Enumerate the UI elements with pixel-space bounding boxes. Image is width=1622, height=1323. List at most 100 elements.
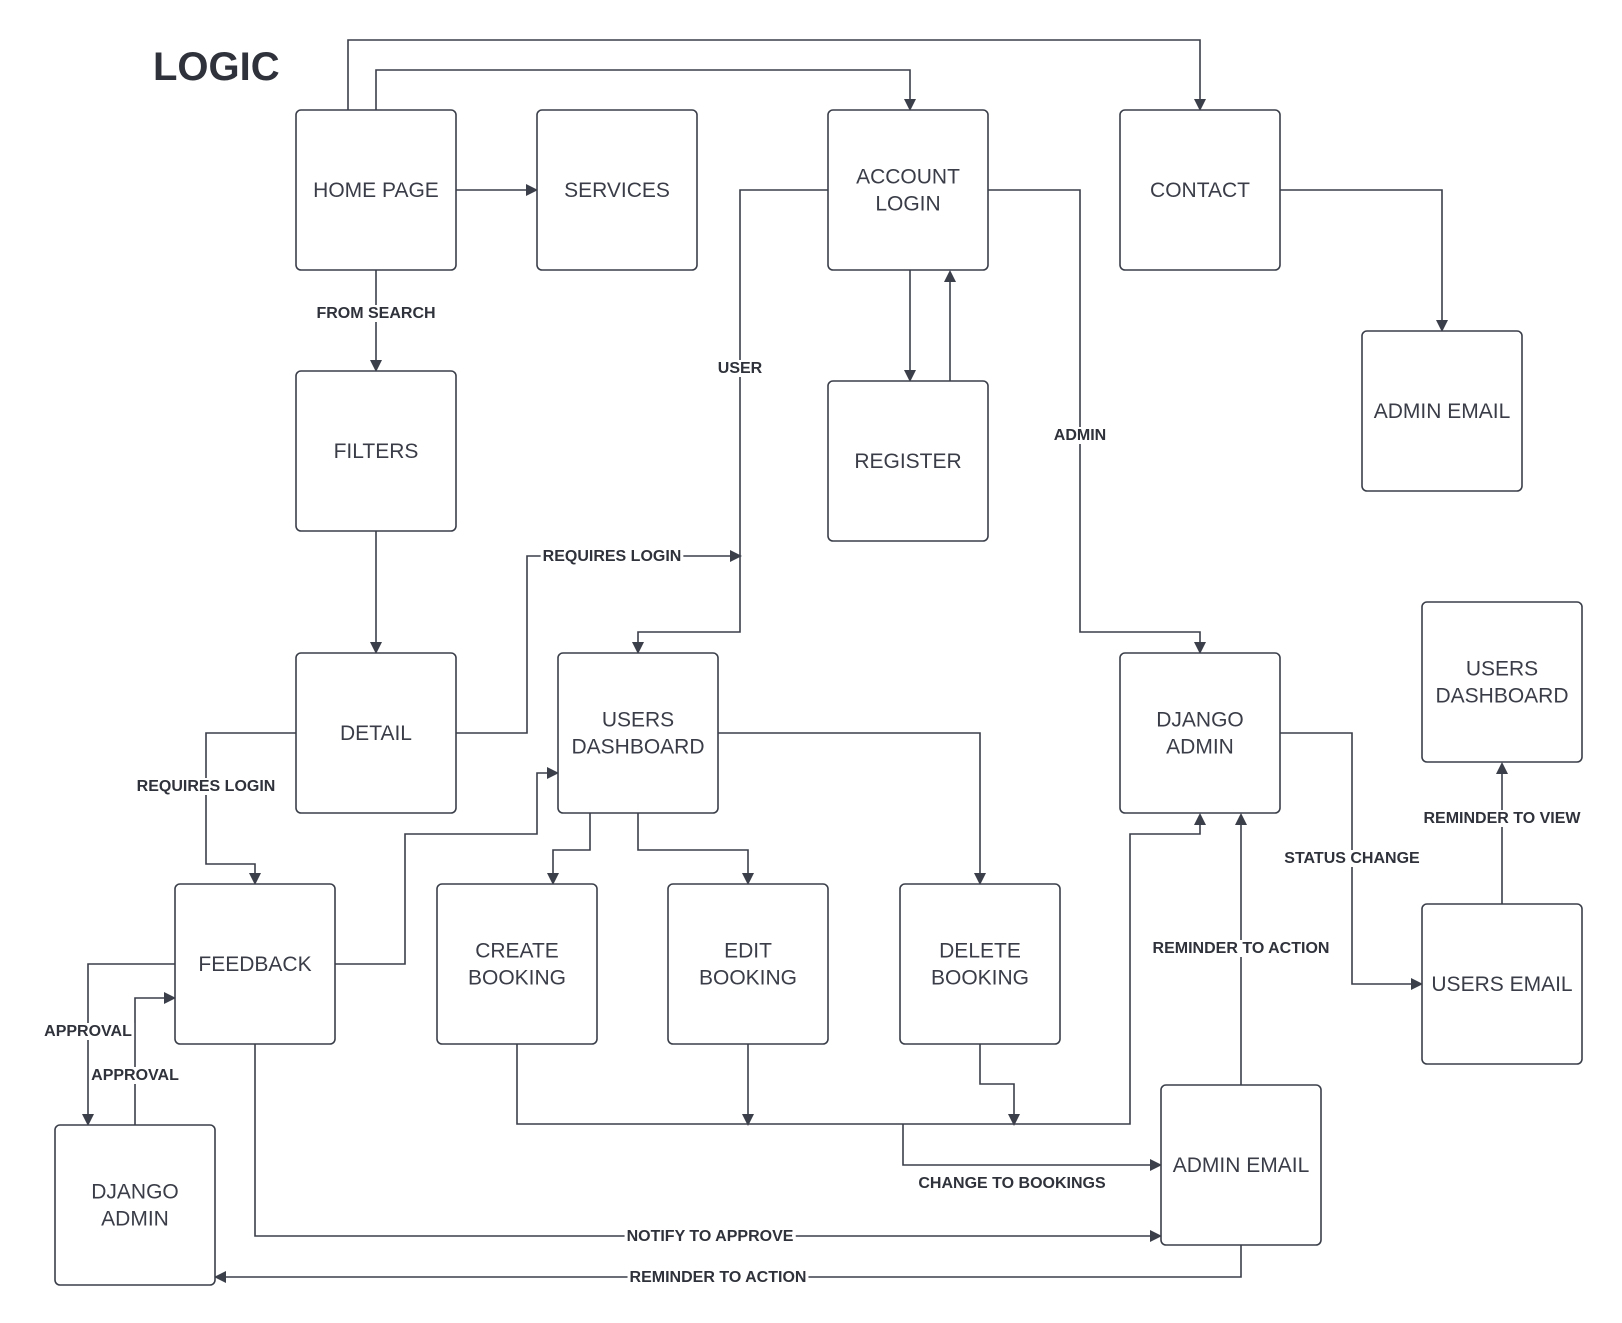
edge-account-admin-to-django	[988, 189, 1206, 654]
node-label: ADMIN EMAIL	[1374, 400, 1511, 423]
node-box	[54, 1124, 216, 1286]
edge-admin-email-reminder-to-django-left	[214, 1245, 1242, 1283]
edge-create-to-django	[516, 813, 1206, 1125]
node-box	[827, 380, 989, 542]
node-admin-email-top: ADMIN EMAIL	[1361, 330, 1523, 492]
edge-label-notify-to-approve: NOTIFY TO APPROVE	[627, 1228, 794, 1245]
node-filters: FILTERS	[295, 370, 457, 532]
edge-feedback-notify-to-approve	[254, 1044, 1162, 1242]
node-box	[1361, 330, 1523, 492]
node-label: FEEDBACK	[198, 953, 311, 976]
edge-label-background	[916, 1175, 1108, 1192]
node-box	[557, 652, 719, 814]
node-admin-email-bottom: ADMIN EMAIL	[1160, 1084, 1322, 1246]
node-label: BOOKING	[699, 967, 797, 990]
node-box	[667, 883, 829, 1045]
node-box	[536, 109, 698, 271]
node-box	[436, 883, 598, 1045]
node-box	[295, 109, 457, 271]
node-register: REGISTER	[827, 380, 989, 542]
node-box	[1421, 903, 1583, 1065]
edge-label-from-search: FROM SEARCH	[316, 305, 435, 322]
node-label: USERS	[1466, 658, 1538, 681]
edge-label-approval-1: APPROVAL	[44, 1023, 132, 1040]
edge-label-admin: ADMIN	[1054, 427, 1106, 444]
node-box	[899, 883, 1061, 1045]
node-label: CREATE	[475, 940, 559, 963]
node-label: EDIT	[724, 940, 772, 963]
node-users-dashboard: USERS DASHBOARD	[557, 652, 719, 814]
diagram-title: LOGIC	[153, 45, 280, 89]
node-label: ADMIN EMAIL	[1173, 1154, 1310, 1177]
node-label: DASHBOARD	[1435, 685, 1568, 708]
edge-label-user: USER	[718, 360, 763, 377]
edge-dashboard-to-edit	[637, 813, 754, 885]
node-label: DASHBOARD	[571, 736, 704, 759]
node-box	[1119, 109, 1281, 271]
node-users-email: USERS EMAIL	[1421, 903, 1583, 1065]
node-feedback: FEEDBACK	[174, 883, 336, 1045]
node-label: DETAIL	[340, 722, 412, 745]
edge-delete-to-bus	[979, 1044, 1020, 1126]
edge-label-requires-login-2: REQUIRES LOGIN	[137, 778, 276, 795]
edge-home-to-account	[375, 69, 916, 111]
edge-label-approval-2: APPROVAL	[91, 1067, 179, 1084]
node-contact: CONTACT	[1119, 109, 1281, 271]
edge-label-background	[627, 1269, 809, 1286]
node-box	[1160, 1084, 1322, 1246]
edge-labels: FROM SEARCH USER ADMIN REQUIRES LOGIN REQUIR…	[42, 305, 1584, 1286]
node-label: HOME PAGE	[313, 179, 439, 202]
node-label: DJANGO	[91, 1181, 179, 1204]
node-label: DJANGO	[1156, 709, 1244, 732]
node-box	[174, 883, 336, 1045]
edge-home-to-contact	[347, 39, 1206, 111]
node-label: REGISTER	[854, 450, 961, 473]
edge-label-reminder-to-action-2: REMINDER TO ACTION	[630, 1269, 807, 1286]
node-label: USERS	[602, 709, 674, 732]
edge-bus-to-admin-email	[902, 1124, 1162, 1171]
node-box	[295, 652, 457, 814]
edge-label-background	[1051, 427, 1109, 444]
node-label: SERVICES	[564, 179, 670, 202]
node-box	[295, 370, 457, 532]
edge-label-background	[89, 1067, 182, 1084]
node-label: FILTERS	[334, 440, 419, 463]
edge-label-background	[1421, 810, 1584, 827]
edge-label-background	[314, 305, 438, 322]
node-box	[827, 109, 989, 271]
node-label: ADMIN	[1166, 736, 1234, 759]
node-label: USERS EMAIL	[1431, 973, 1572, 996]
edge-label-background	[1282, 850, 1423, 867]
node-delete-booking: DELETE BOOKING	[899, 883, 1061, 1045]
edge-feedback-to-django-approval	[82, 963, 175, 1126]
nodes: HOME PAGE SERVICES ACCOUNT LOGIN CONTACT ADMI…	[54, 109, 1583, 1286]
edge-label-background	[1150, 940, 1332, 957]
edge-label-background	[624, 1228, 796, 1245]
edge-label-reminder-to-view: REMINDER TO VIEW	[1423, 810, 1581, 827]
node-label: ACCOUNT	[856, 166, 960, 189]
edge-django-to-feedback-approval	[134, 992, 176, 1125]
node-detail: DETAIL	[295, 652, 457, 814]
node-users-dashboard-right: USERS DASHBOARD	[1421, 601, 1583, 763]
edge-detail-to-feedback	[205, 732, 296, 885]
edge-label-background	[42, 1023, 135, 1040]
node-label: DELETE	[939, 940, 1021, 963]
edge-label-background	[715, 360, 765, 377]
edge-label-status-change: STATUS CHANGE	[1284, 850, 1420, 867]
edge-label-requires-login-1: REQUIRES LOGIN	[543, 548, 682, 565]
edge-dashboard-to-create	[547, 813, 591, 885]
node-edit-booking: EDIT BOOKING	[667, 883, 829, 1045]
edge-label-background	[540, 548, 684, 565]
edge-account-user-to-dashboard	[632, 189, 828, 654]
edge-label-background	[134, 778, 278, 795]
node-label: BOOKING	[931, 967, 1029, 990]
node-django-admin-right: DJANGO ADMIN	[1119, 652, 1281, 814]
edge-feedback-to-dashboard	[335, 767, 559, 965]
edge-label-change-to-bookings: CHANGE TO BOOKINGS	[918, 1175, 1106, 1192]
edges	[82, 39, 1508, 1283]
node-label: LOGIN	[875, 193, 940, 216]
edge-label-reminder-to-action-1: REMINDER TO ACTION	[1153, 940, 1330, 957]
